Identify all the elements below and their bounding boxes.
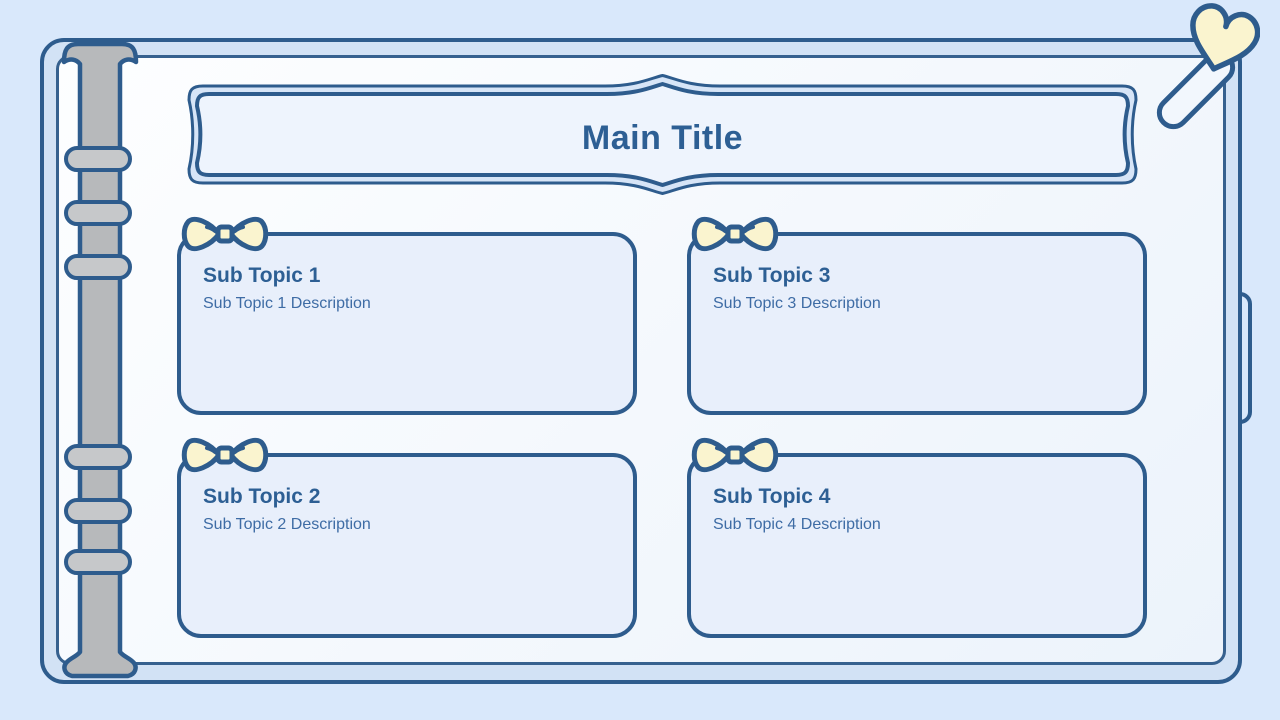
main-title: Main Title	[581, 119, 744, 157]
bow-icon	[691, 437, 779, 473]
binder-rings	[64, 146, 132, 575]
sub-topic-title: Sub Topic 2	[203, 485, 321, 508]
sub-topic-card-3: Sub Topic 3 Sub Topic 3 Description	[687, 216, 1147, 415]
sub-topic-description: Sub Topic 3 Description	[713, 295, 881, 312]
sub-topic-card-2: Sub Topic 2 Sub Topic 2 Description	[177, 437, 637, 638]
binder-spine-icon	[61, 41, 139, 679]
sub-topic-description: Sub Topic 4 Description	[713, 516, 881, 533]
sub-topic-description: Sub Topic 1 Description	[203, 295, 371, 312]
heart-pin-icon	[1156, 3, 1260, 130]
bow-icon	[181, 216, 269, 252]
main-title-plaque: Main Title	[175, 70, 1150, 205]
sub-topic-description: Sub Topic 2 Description	[203, 516, 371, 533]
title-frame-icon	[187, 74, 1138, 195]
bow-icon	[181, 437, 269, 473]
sub-topic-title: Sub Topic 3	[713, 264, 831, 287]
sub-topic-card-4: Sub Topic 4 Sub Topic 4 Description	[687, 437, 1147, 638]
bow-icon	[691, 216, 779, 252]
sub-topic-title: Sub Topic 4	[713, 485, 831, 508]
sub-topic-title: Sub Topic 1	[203, 264, 321, 287]
sub-topic-card-1: Sub Topic 1 Sub Topic 1 Description	[177, 216, 637, 415]
